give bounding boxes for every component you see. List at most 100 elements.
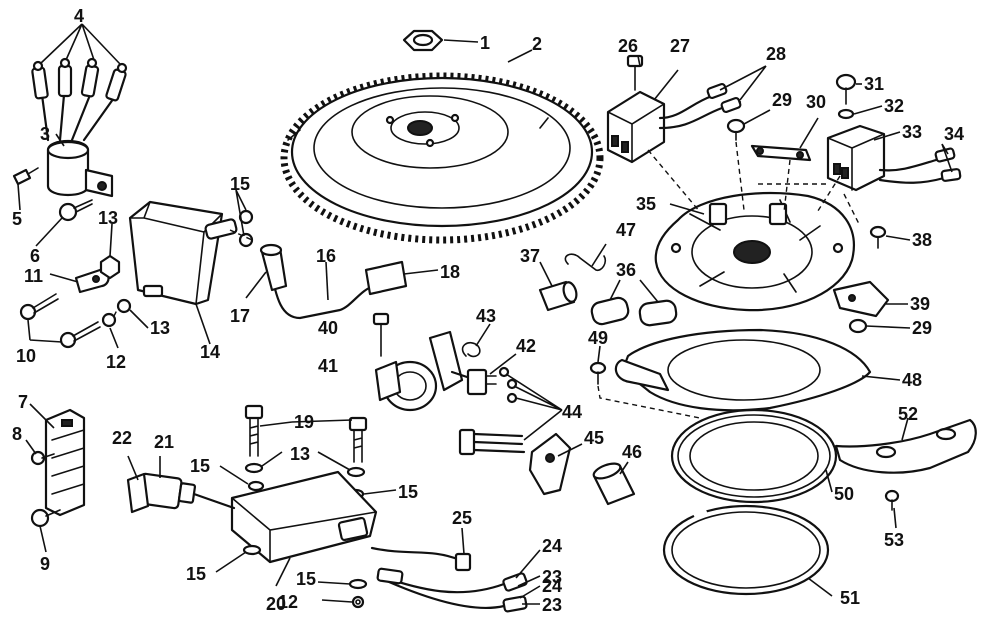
callout-20: 20	[266, 594, 286, 614]
part-29-screw-lower	[848, 318, 868, 334]
callout-14: 14	[200, 342, 220, 362]
callout-45: 45	[584, 428, 604, 448]
callout-15-middle-left: 15	[190, 456, 210, 476]
part-42-connector	[466, 368, 497, 396]
part-12-lockwasher-bottom	[351, 595, 365, 609]
part-27-charge-coil	[606, 90, 666, 164]
part-32-washer	[837, 108, 855, 120]
callout-29-upper: 29	[772, 90, 792, 110]
part-12-washer-left	[101, 312, 117, 328]
part-37-bushing	[538, 280, 578, 312]
callout-17: 17	[230, 306, 250, 326]
callout-6: 6	[30, 246, 40, 266]
part-48-retainer-plate	[614, 328, 872, 412]
callout-13-lower-left: 13	[150, 318, 170, 338]
part-45-sensor-mount	[528, 432, 572, 496]
part-24-wire-leads	[376, 567, 506, 610]
callout-24-upper: 24	[542, 536, 562, 556]
part-29-screw-upper	[726, 118, 746, 141]
part-38-screw	[869, 225, 887, 249]
callout-34: 34	[944, 124, 964, 144]
part-46-bushing	[592, 462, 636, 506]
part-34-leads	[878, 147, 962, 184]
callout-51: 51	[840, 588, 860, 608]
callout-7: 7	[18, 392, 28, 412]
callout-41: 41	[318, 356, 338, 376]
callout-24-lower: 24	[542, 576, 562, 596]
callout-52: 52	[898, 404, 918, 424]
callout-4: 4	[74, 6, 84, 26]
part-15-washers-top	[238, 209, 254, 248]
callout-12-left: 12	[106, 352, 126, 372]
callout-29-lower: 29	[912, 318, 932, 338]
callout-46: 46	[622, 442, 642, 462]
callout-8: 8	[12, 424, 22, 444]
callout-1: 1	[480, 33, 490, 53]
callout-2: 2	[532, 34, 542, 54]
callout-25: 25	[452, 508, 472, 528]
part-15-washers-bottom	[242, 544, 368, 590]
part-2-flywheel	[280, 72, 604, 244]
callout-13-middle: 13	[290, 444, 310, 464]
callout-47: 47	[616, 220, 636, 240]
callout-32: 32	[884, 96, 904, 116]
callout-27: 27	[670, 36, 690, 56]
callout-23-lower: 23	[542, 595, 562, 615]
part-28-leads	[658, 82, 742, 130]
part-6-screw	[58, 199, 93, 222]
part-14-ignition-coil	[128, 200, 238, 306]
part-52-bracket	[834, 418, 977, 474]
part-7-terminal-block	[44, 408, 86, 517]
part-8-screw	[30, 450, 55, 466]
part-25-wire-terminal	[370, 546, 472, 572]
part-51-retaining-ring	[662, 504, 830, 596]
part-49-screw	[589, 361, 607, 385]
part-35-stator-plate	[654, 191, 855, 312]
part-1-flywheel-nut	[402, 29, 444, 52]
callout-9: 9	[40, 554, 50, 574]
part-17-boot	[259, 243, 288, 292]
callout-48: 48	[902, 370, 922, 390]
callout-15-top: 15	[230, 174, 250, 194]
callout-28: 28	[766, 44, 786, 64]
callout-18: 18	[440, 262, 460, 282]
callout-33: 33	[902, 122, 922, 142]
callout-42: 42	[516, 336, 536, 356]
callout-40: 40	[318, 318, 338, 338]
part-41-timer-base-sensor	[374, 330, 472, 412]
part-4-spark-plug-leads	[31, 57, 128, 142]
callout-12-bottom: 12	[278, 592, 298, 612]
callout-16: 16	[316, 246, 336, 266]
callout-31: 31	[864, 74, 884, 94]
callout-38: 38	[912, 230, 932, 250]
callout-23-upper: 23	[542, 567, 562, 587]
callout-49: 49	[588, 328, 608, 348]
callout-30: 30	[806, 92, 826, 112]
callout-22: 22	[112, 428, 132, 448]
part-44-terminals	[458, 366, 526, 456]
part-50-ring-plate	[670, 408, 838, 504]
callout-13-upper-left: 13	[98, 208, 118, 228]
part-18-boot	[364, 260, 408, 296]
callout-labels: 1 2 3 4 5 6 7 8 9 10 11 12 12 13 13 13 1…	[12, 6, 964, 615]
callout-37: 37	[520, 246, 540, 266]
part-16-ht-lead	[268, 263, 376, 320]
part-40-screw	[372, 312, 390, 357]
part-5-screw	[12, 167, 39, 186]
callout-39: 39	[910, 294, 930, 314]
leader-lines	[17, 23, 953, 605]
part-19-bolts	[244, 404, 368, 463]
part-39-bracket	[832, 280, 890, 318]
callout-53: 53	[884, 530, 904, 550]
part-43-clip	[461, 341, 481, 358]
part-30-bracket	[750, 144, 812, 162]
callout-5: 5	[12, 209, 22, 229]
callout-36: 36	[616, 260, 636, 280]
part-53-screw	[884, 489, 900, 511]
callout-43: 43	[476, 306, 496, 326]
callout-21: 21	[154, 432, 174, 452]
part-21-connector	[137, 472, 236, 510]
part-23-terminals	[502, 572, 528, 613]
